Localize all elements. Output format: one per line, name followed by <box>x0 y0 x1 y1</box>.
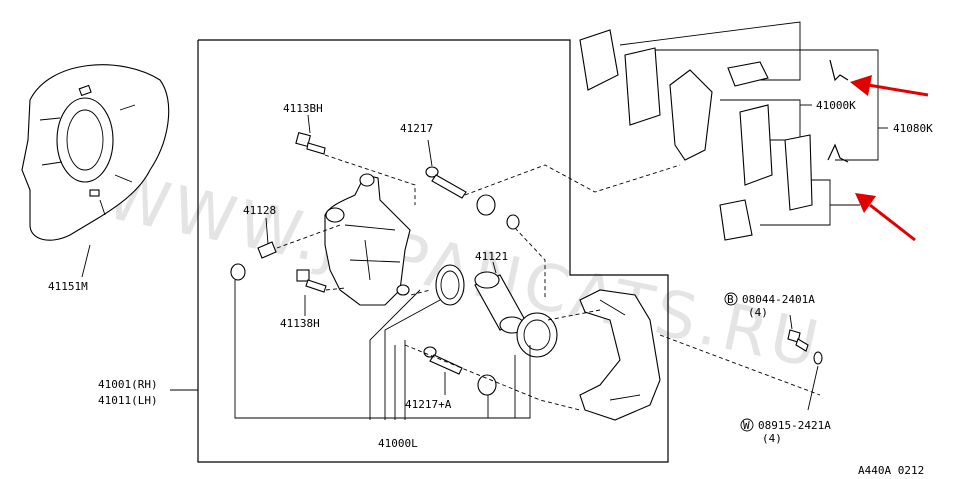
label-washer-w-qty: (4) <box>762 432 782 445</box>
pad-bracket-41000k <box>720 99 801 141</box>
label-41000k: 41000K <box>816 99 856 112</box>
clip-lower <box>827 143 849 163</box>
boot-2 <box>506 214 520 230</box>
label-41138h-bottom: 41138H <box>280 317 320 330</box>
marker-w-circle <box>740 418 754 432</box>
caliper-assembly-frame <box>197 39 669 463</box>
bolt-top <box>295 131 326 155</box>
pad-kit-bracket <box>619 21 801 81</box>
label-41151m: 41151M <box>48 280 88 293</box>
bolt-bottom <box>296 269 327 293</box>
label-41217: 41217 <box>400 122 433 135</box>
label-bolt-b: 08044-2401A <box>742 293 815 306</box>
leader-41151m <box>81 244 91 278</box>
leader-41128 <box>265 217 269 245</box>
marker-w: W <box>743 419 750 432</box>
label-41000l: 41000L <box>378 437 418 450</box>
red-arrow-upper <box>850 75 929 97</box>
label-41217a: 41217+A <box>405 398 452 411</box>
dashed-guides <box>276 154 821 411</box>
leader-bolt-b <box>789 314 793 330</box>
boot-1 <box>476 194 496 216</box>
label-41080k: 41080K <box>893 122 933 135</box>
dust-shield <box>21 64 170 241</box>
clip-upper <box>829 59 849 82</box>
guide-pin-top <box>425 166 467 199</box>
label-bolt-b-qty: (4) <box>748 306 768 319</box>
pad-kit-bracket-2 <box>655 49 879 161</box>
leader-washer-w <box>807 365 819 411</box>
label-41138h-top: 4113BH <box>283 102 323 115</box>
guide-pin-bottom <box>423 346 497 396</box>
pad-kit-parts <box>579 29 813 241</box>
bottom-leaders <box>234 280 531 420</box>
bleeder-screw <box>230 241 277 281</box>
caliper-body <box>324 173 411 306</box>
caliper-bracket <box>579 289 661 421</box>
label-41001: 41001(RH) <box>98 378 158 391</box>
label-41121: 41121 <box>475 250 508 263</box>
label-washer-w: 08915-2421A <box>758 419 831 432</box>
leader-41138h-top <box>307 114 311 134</box>
leader-41121 <box>492 261 497 274</box>
shim-bracket <box>760 179 831 226</box>
label-41128: 41128 <box>243 204 276 217</box>
marker-b: B <box>727 293 734 306</box>
red-arrow-lower <box>855 193 916 242</box>
leader-41217 <box>427 139 433 167</box>
label-41011: 41011(LH) <box>98 394 158 407</box>
piston-boot <box>516 312 558 358</box>
mounting-bolt <box>787 329 823 365</box>
diagram-code: A440A 0212 <box>858 464 924 477</box>
marker-b-circle <box>724 292 738 306</box>
piston-seal <box>435 264 465 306</box>
